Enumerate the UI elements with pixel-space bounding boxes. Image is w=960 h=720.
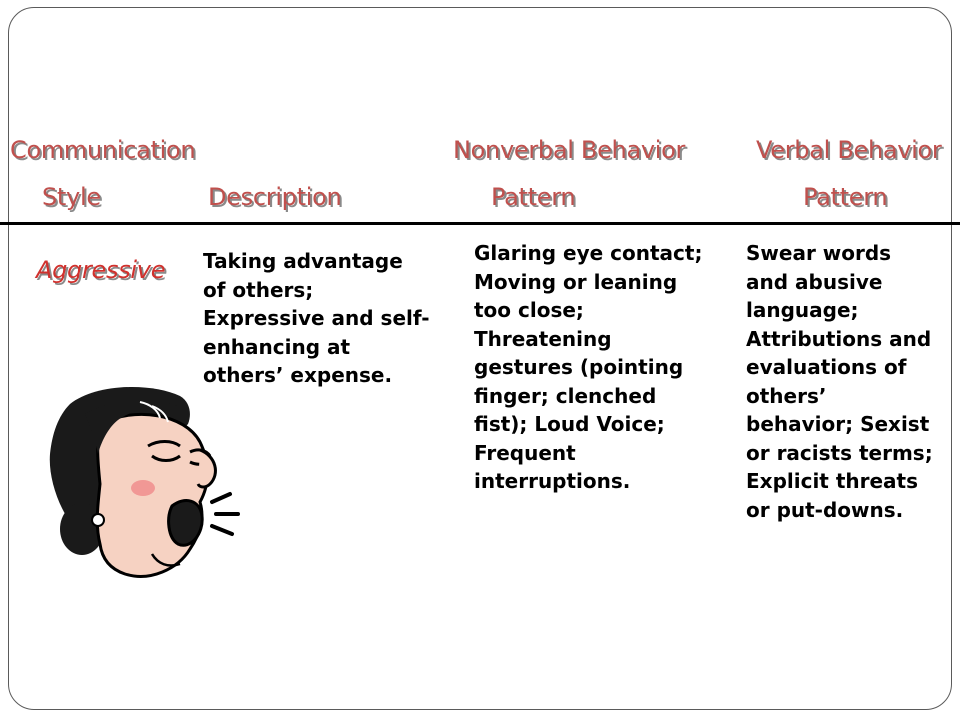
- verbal-line: language;: [746, 298, 859, 322]
- nonverbal-line: interruptions.: [474, 469, 631, 493]
- nonverbal-line: fist); Loud Voice;: [474, 412, 665, 436]
- header-communication: Communication: [10, 136, 196, 164]
- nonverbal-line: Threatening: [474, 326, 612, 351]
- slide-frame: [8, 7, 952, 710]
- header-verbal-pattern: Pattern: [803, 183, 888, 211]
- header-nonverbal-behavior: Nonverbal Behavior: [453, 136, 686, 164]
- nonverbal-line: too close;: [474, 298, 584, 322]
- header-description: Description: [208, 183, 342, 211]
- nonverbal-line: gestures (pointing: [474, 355, 684, 379]
- nonverbal-cell: Glaring eye contact; Moving or leaning t…: [474, 239, 736, 496]
- nonverbal-line: Moving or leaning: [474, 269, 678, 294]
- verbal-line: and abusive: [746, 269, 883, 294]
- verbal-line: behavior; Sexist: [746, 412, 930, 436]
- description-line: enhancing at: [203, 334, 351, 359]
- style-aggressive: Aggressive: [36, 256, 166, 284]
- verbal-line: or racists terms;: [746, 440, 933, 465]
- header-style: Style: [42, 183, 101, 211]
- verbal-line: Attributions and: [746, 326, 932, 351]
- description-cell: Taking advantage of others; Expressive a…: [203, 247, 453, 390]
- description-line: Taking advantage: [203, 249, 403, 273]
- verbal-cell: Swear words and abusive language; Attrib…: [746, 239, 956, 524]
- description-line: of others;: [203, 277, 314, 302]
- verbal-line: others’: [746, 383, 827, 408]
- description-line: others’ expense.: [203, 363, 393, 387]
- header-divider: [0, 222, 960, 225]
- description-line: Expressive and self-: [203, 306, 430, 330]
- verbal-line: Swear words: [746, 241, 892, 265]
- verbal-line: or put-downs.: [746, 497, 904, 522]
- angry-face-illustration: [49, 386, 240, 578]
- verbal-line: evaluations of: [746, 355, 907, 379]
- nonverbal-line: Frequent: [474, 440, 576, 465]
- header-nonverbal-pattern: Pattern: [491, 183, 576, 211]
- header-verbal-behavior: Verbal Behavior: [756, 136, 942, 164]
- verbal-line: Explicit threats: [746, 469, 919, 493]
- nonverbal-line: finger; clenched: [474, 383, 657, 408]
- nonverbal-line: Glaring eye contact;: [474, 241, 703, 265]
